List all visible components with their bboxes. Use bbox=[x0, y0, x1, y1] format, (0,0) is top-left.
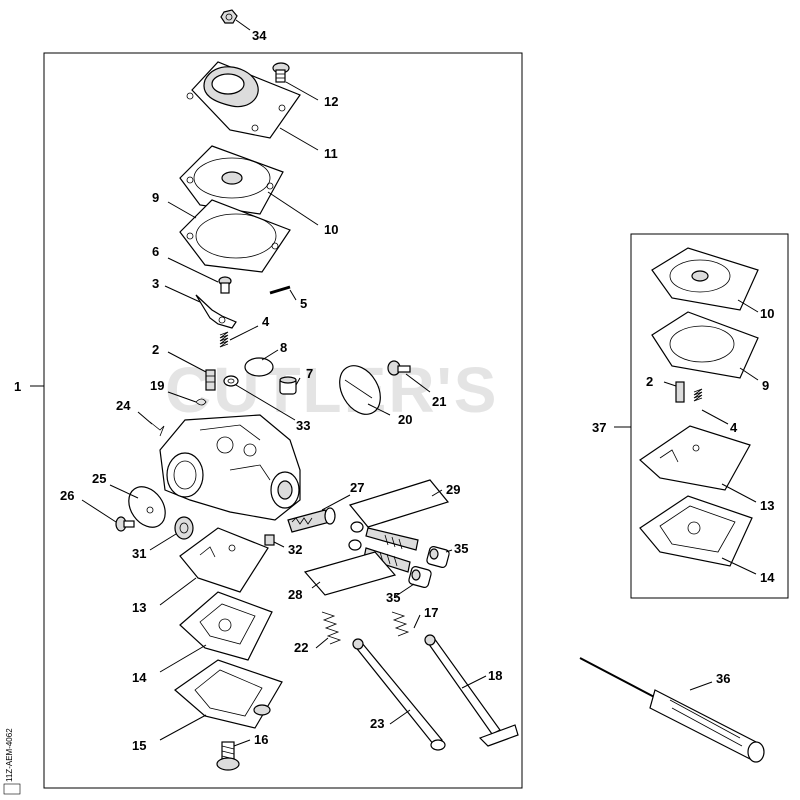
part-25-disc bbox=[128, 486, 166, 528]
callout-33: 33 bbox=[296, 418, 310, 433]
part-22-spring bbox=[321, 611, 342, 645]
callout-16: 16 bbox=[254, 732, 268, 747]
part-14-gasket bbox=[179, 591, 273, 661]
callout-6: 6 bbox=[152, 244, 159, 259]
part-23-shaft bbox=[352, 638, 446, 751]
callout-20: 20 bbox=[398, 412, 412, 427]
callout-18: 18 bbox=[488, 668, 502, 683]
callout-22: 22 bbox=[294, 640, 308, 655]
callout-10: 10 bbox=[324, 222, 338, 237]
part-17-spring bbox=[391, 611, 410, 637]
part-31-gear bbox=[174, 516, 194, 540]
part-12-screw bbox=[272, 62, 290, 83]
part-35-cap-b bbox=[408, 566, 432, 588]
kit-10-diaphragm bbox=[651, 247, 759, 311]
part-needle-upper bbox=[365, 527, 419, 551]
part-15-plate bbox=[174, 659, 283, 729]
part-4-spring bbox=[219, 331, 229, 348]
kit-14-gasket bbox=[639, 495, 753, 567]
callout-12: 12 bbox=[324, 94, 338, 109]
part-35-cap-a bbox=[426, 546, 450, 568]
kit-9-gasket bbox=[651, 311, 759, 379]
part-29-paper bbox=[348, 479, 450, 528]
part-21-screw bbox=[387, 360, 411, 376]
callout-35a: 35 bbox=[454, 541, 468, 556]
part-13-diaphragm bbox=[179, 527, 269, 593]
kit-13-diaphragm bbox=[639, 425, 751, 491]
callout-35b: 35 bbox=[386, 590, 400, 605]
part-32-cylinder bbox=[264, 534, 275, 546]
part-19-clip bbox=[195, 398, 207, 406]
callout-21: 21 bbox=[432, 394, 446, 409]
callout-5: 5 bbox=[300, 296, 307, 311]
callout-27: 27 bbox=[350, 480, 364, 495]
callout-23: 23 bbox=[370, 716, 384, 731]
callout-15: 15 bbox=[132, 738, 146, 753]
callout-kit-4: 4 bbox=[730, 420, 738, 435]
callout-37: 37 bbox=[592, 420, 606, 435]
drawing-code: 11Z-AEM-4062 bbox=[5, 728, 14, 782]
callout-2: 2 bbox=[152, 342, 159, 357]
part-16-screw bbox=[216, 741, 240, 771]
callout-36: 36 bbox=[716, 671, 730, 686]
callout-14: 14 bbox=[132, 670, 147, 685]
callout-17: 17 bbox=[424, 605, 438, 620]
callout-29: 29 bbox=[446, 482, 460, 497]
callout-26: 26 bbox=[60, 488, 74, 503]
callout-28: 28 bbox=[288, 587, 302, 602]
part-18-shaft bbox=[424, 634, 519, 747]
kit-2-needle bbox=[675, 381, 685, 403]
callout-kit-10: 10 bbox=[760, 306, 774, 321]
part-36-screwdriver bbox=[579, 657, 765, 763]
part-6-screw bbox=[218, 276, 232, 294]
kit-frame bbox=[630, 233, 789, 599]
watermark-text: CUTLER'S bbox=[165, 354, 498, 426]
part-26-screw bbox=[115, 516, 135, 532]
callout-kit-9: 9 bbox=[762, 378, 769, 393]
part-3-lever bbox=[195, 294, 237, 329]
callout-7: 7 bbox=[306, 366, 313, 381]
part-34-nut bbox=[220, 9, 238, 24]
part-24-clip bbox=[149, 421, 165, 437]
callout-1: 1 bbox=[14, 379, 21, 394]
part-oring-a bbox=[350, 521, 364, 533]
part-28-paper bbox=[303, 551, 397, 596]
carburetor-body bbox=[159, 414, 301, 521]
callout-11: 11 bbox=[324, 146, 338, 161]
part-oring-b bbox=[348, 539, 362, 551]
callout-9: 9 bbox=[152, 190, 159, 205]
callout-13: 13 bbox=[132, 600, 146, 615]
stamp-box bbox=[3, 783, 21, 795]
callout-19: 19 bbox=[150, 378, 164, 393]
kit-4-spring bbox=[693, 388, 703, 402]
part-10-diaphragm bbox=[179, 145, 284, 215]
callout-25: 25 bbox=[92, 471, 106, 486]
part-20-disc bbox=[339, 365, 381, 415]
callout-kit-2: 2 bbox=[646, 374, 653, 389]
callout-3: 3 bbox=[152, 276, 159, 291]
callout-4: 4 bbox=[262, 314, 270, 329]
callout-31: 31 bbox=[132, 546, 146, 561]
part-7-valve bbox=[279, 376, 297, 395]
callout-24: 24 bbox=[116, 398, 131, 413]
part-33-washer bbox=[223, 375, 239, 387]
callout-32: 32 bbox=[288, 542, 302, 557]
part-11-cover bbox=[186, 61, 301, 139]
main-assembly-frame bbox=[43, 52, 523, 789]
callout-34: 34 bbox=[252, 28, 267, 43]
callout-kit-13: 13 bbox=[760, 498, 774, 513]
part-8-plug bbox=[244, 357, 274, 377]
part-2-needle bbox=[205, 369, 216, 391]
callout-kit-14: 14 bbox=[760, 570, 775, 585]
part-9-gasket bbox=[179, 199, 291, 273]
part-27-adjust-screw bbox=[287, 507, 336, 533]
part-5-pin bbox=[269, 285, 291, 295]
callout-8: 8 bbox=[280, 340, 287, 355]
